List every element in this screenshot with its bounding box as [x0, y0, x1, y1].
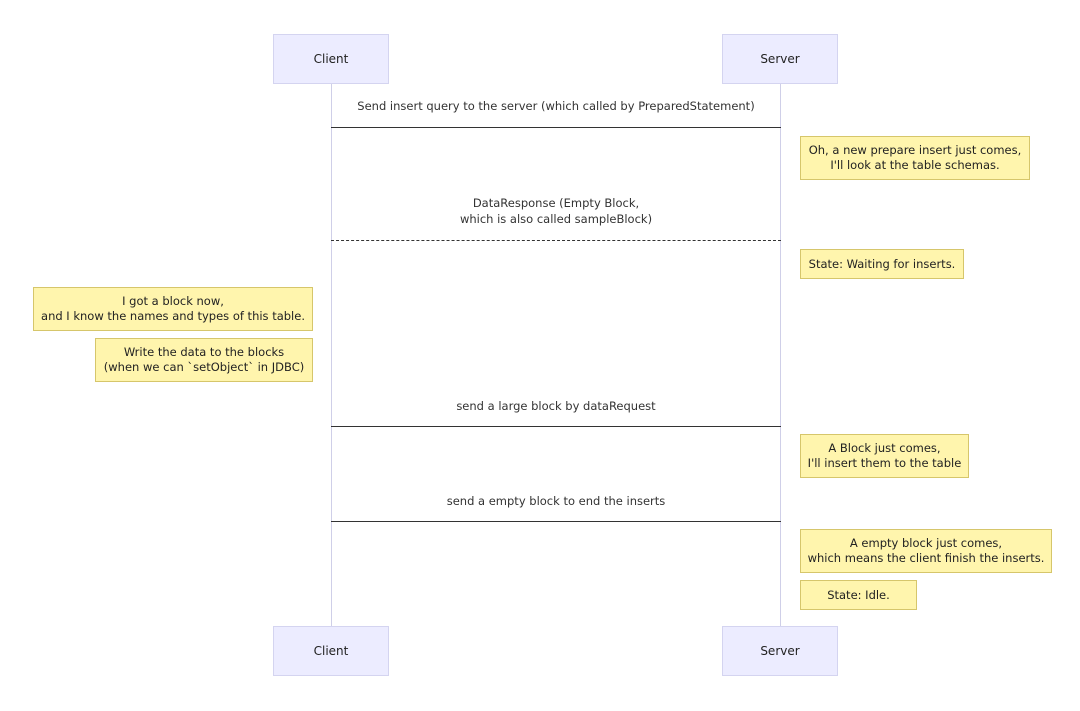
note-server-block-comes: A Block just comes, I'll insert them to … — [800, 434, 969, 478]
client-actor-top: Client — [273, 34, 389, 84]
note-server-empty-block: A empty block just comes, which means th… — [800, 529, 1052, 573]
message-4-line-1: send a empty block to end the inserts — [446, 494, 666, 508]
note-state-waiting: State: Waiting for inserts. — [800, 249, 964, 279]
message-1-label: Send insert query to the server (which c… — [331, 98, 781, 114]
message-3-line-1: send a large block by dataRequest — [456, 399, 656, 413]
server-actor-top: Server — [722, 34, 838, 84]
client-lifeline — [331, 84, 332, 626]
note-5-line-1: A Block just comes, — [828, 441, 941, 455]
server-actor-top-label: Server — [760, 52, 800, 66]
message-1-arrow — [331, 127, 781, 128]
message-2-arrow — [331, 240, 781, 241]
message-4-label: send a empty block to end the inserts — [331, 493, 781, 509]
note-3-line-1: I got a block now, — [122, 294, 224, 308]
message-3-label: send a large block by dataRequest — [331, 398, 781, 414]
client-actor-top-label: Client — [313, 52, 349, 66]
client-actor-bottom-label: Client — [313, 644, 349, 658]
note-state-idle: State: Idle. — [800, 580, 917, 610]
client-actor-bottom: Client — [273, 626, 389, 676]
note-5-line-2: I'll insert them to the table — [807, 456, 962, 470]
message-4-arrow — [331, 521, 781, 522]
note-server-prepare-insert: Oh, a new prepare insert just comes, I'l… — [800, 136, 1030, 180]
note-4-line-1: Write the data to the blocks — [123, 345, 285, 359]
note-1-line-2: I'll look at the table schemas. — [830, 158, 1000, 172]
message-3-arrow — [331, 426, 781, 427]
note-client-write-data: Write the data to the blocks (when we ca… — [95, 338, 313, 382]
message-2-line-1: DataResponse (Empty Block, — [472, 196, 640, 210]
note-4-line-2: (when we can `setObject` in JDBC) — [103, 360, 305, 374]
server-lifeline — [780, 84, 781, 626]
note-6-line-1: A empty block just comes, — [849, 536, 1003, 550]
message-1-line-1: Send insert query to the server (which c… — [357, 99, 755, 113]
note-6-line-2: which means the client finish the insert… — [807, 551, 1045, 565]
note-1-line-1: Oh, a new prepare insert just comes, — [808, 143, 1022, 157]
note-3-line-2: and I know the names and types of this t… — [41, 309, 305, 323]
server-actor-bottom: Server — [722, 626, 838, 676]
note-7-line-1: State: Idle. — [827, 587, 890, 602]
server-actor-bottom-label: Server — [760, 644, 800, 658]
message-2-line-2: which is also called sampleBlock) — [459, 212, 653, 226]
note-client-got-block: I got a block now, and I know the names … — [33, 287, 313, 331]
message-2-label: DataResponse (Empty Block, which is also… — [331, 195, 781, 227]
note-2-line-1: State: Waiting for inserts. — [808, 256, 956, 271]
